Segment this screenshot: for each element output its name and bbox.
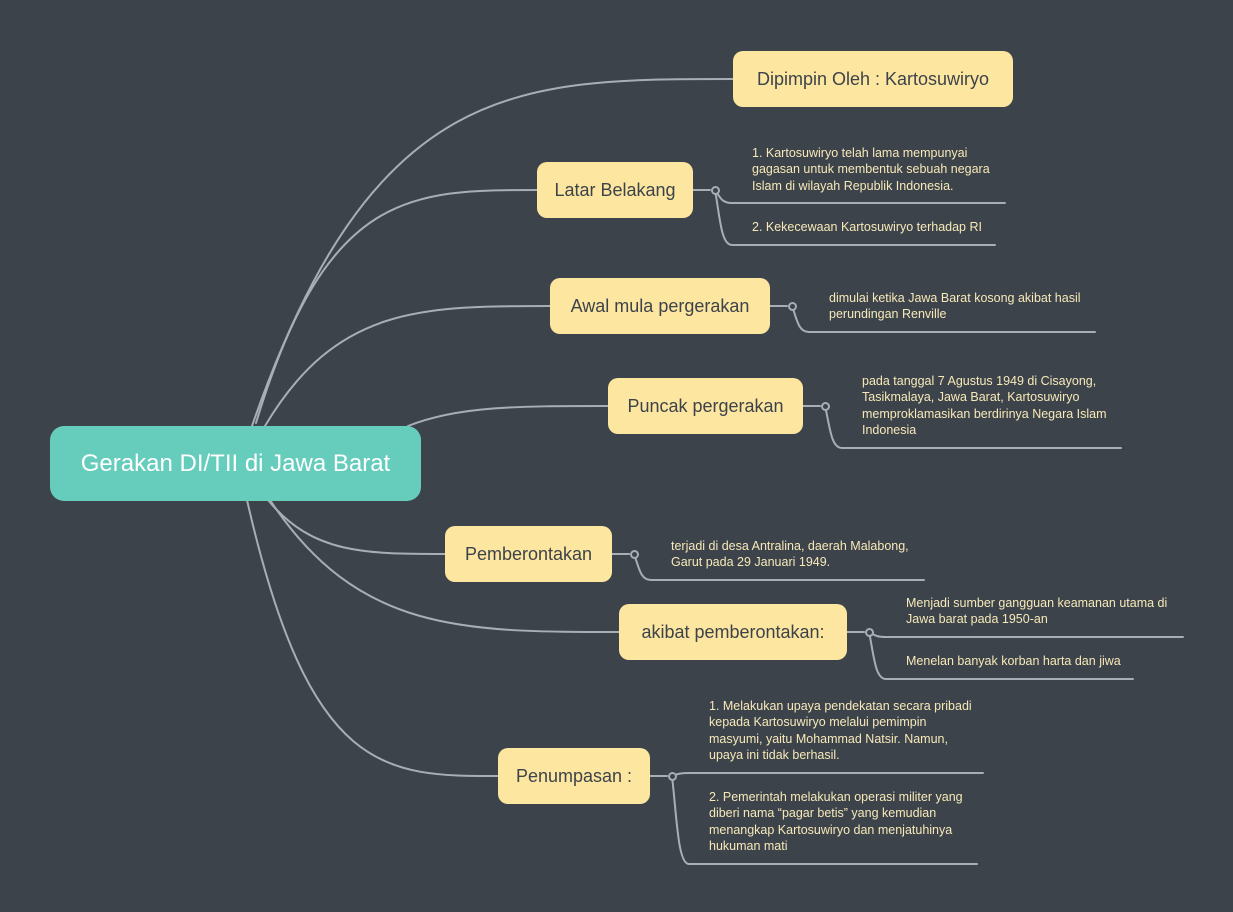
collapse-toggle-awal-mula-pergerakan[interactable] [787, 301, 797, 311]
topic-dipimpin-oleh-kartosuwiryo[interactable]: Dipimpin Oleh : Kartosuwiryo [733, 51, 1013, 107]
subtopic-awal-mula-pergerakan-1[interactable]: dimulai ketika Jawa Barat kosong akibat … [829, 290, 1081, 323]
leaf-connector-akibat-pemberontakan-2 [868, 631, 1134, 680]
subtopic-text-line: dimulai ketika Jawa Barat kosong akibat … [829, 291, 1081, 305]
leaf-connector-akibat-pemberontakan-1 [868, 631, 1184, 638]
subtopic-text-line: gagasan untuk membentuk sebuah negara [752, 162, 990, 177]
topic-awal-mula-pergerakan[interactable]: Awal mula pergerakan [550, 278, 770, 334]
connector-penumpasan [246, 499, 499, 777]
subtopic-text-line: kepada Kartosuwiryo melalui pemimpin [709, 715, 927, 730]
subtopic-text-line: 2. Pemerintah melakukan operasi militer … [709, 790, 963, 804]
collapse-toggle-penumpasan[interactable] [667, 771, 677, 781]
subtopic-text-line: 1. Melakukan upaya pendekatan secara pri… [709, 699, 972, 713]
connector-awal-mula-pergerakan [264, 305, 551, 427]
connector-akibat-pemberontakan [269, 499, 620, 633]
topic-puncak-pergerakan[interactable]: Puncak pergerakan [608, 378, 803, 434]
subtopic-text-line: hukuman mati [709, 838, 788, 853]
topic-penumpasan[interactable]: Penumpasan : [498, 748, 650, 804]
subtopic-text-line: 2. Kekecewaan Kartosuwiryo terhadap RI [752, 220, 982, 234]
subtopic-text-line: terjadi di desa Antralina, daerah Malabo… [671, 539, 909, 553]
connector-latar-belakang [255, 189, 538, 424]
subtopic-text-line: menangkap Kartosuwiryo dan menjatuhinya [709, 822, 953, 837]
subtopic-penumpasan-2[interactable]: 2. Pemerintah melakukan operasi militer … [709, 789, 963, 854]
collapse-toggle-puncak-pergerakan[interactable] [820, 401, 830, 411]
connector-pemberontakan [267, 499, 446, 555]
leaf-connector-puncak-pergerakan-1 [824, 405, 1122, 449]
subtopic-text-line: masyumi, yaitu Mohammad Natsir. Namun, [709, 731, 948, 746]
leaf-connector-penumpasan-2 [671, 775, 978, 865]
subtopic-text-line: perundingan Renville [829, 307, 947, 322]
subtopic-latar-belakang-1[interactable]: 1. Kartosuwiryo telah lama mempunyai gaga… [752, 145, 990, 194]
topic-pemberontakan[interactable]: Pemberontakan [445, 526, 612, 582]
subtopic-text-line: pada tanggal 7 Agustus 1949 di Cisayong, [862, 374, 1097, 388]
subtopic-text-line: Garut pada 29 Januari 1949. [671, 555, 831, 570]
leaf-connector-latar-belakang-2 [714, 189, 996, 246]
topic-akibat-pemberontakan[interactable]: akibat pemberontakan: [619, 604, 847, 660]
collapse-toggle-akibat-pemberontakan[interactable] [864, 627, 874, 637]
leaf-connector-penumpasan-1 [671, 772, 984, 777]
subtopic-text-line: Menjadi sumber gangguan keamanan utama d… [906, 596, 1168, 610]
connector-dipimpin-oleh-kartosuwiryo [251, 78, 734, 427]
subtopic-text-line: Tasikmalaya, Jawa Barat, Kartosuwiryo [862, 390, 1080, 405]
subtopic-text-line: diberi nama “pagar betis” yang kemudian [709, 806, 937, 821]
subtopic-text-line: Indonesia [862, 422, 917, 437]
subtopic-penumpasan-1[interactable]: 1. Melakukan upaya pendekatan secara pri… [709, 698, 972, 763]
collapse-toggle-pemberontakan[interactable] [629, 549, 639, 559]
subtopic-akibat-pemberontakan-1[interactable]: Menjadi sumber gangguan keamanan utama d… [906, 595, 1167, 628]
subtopic-latar-belakang-2[interactable]: 2. Kekecewaan Kartosuwiryo terhadap RI [752, 219, 982, 235]
subtopic-text-line: Islam di wilayah Republik Indonesia. [752, 178, 954, 193]
root-topic[interactable]: Gerakan DI/TII di Jawa Barat [50, 426, 421, 501]
subtopic-text-line: 1. Kartosuwiryo telah lama mempunyai [752, 146, 968, 160]
subtopic-text-line: Menelan banyak korban harta dan jiwa [906, 654, 1121, 668]
subtopic-text-line: upaya ini tidak berhasil. [709, 747, 840, 762]
connector-puncak-pergerakan [407, 405, 609, 427]
subtopic-pemberontakan-1[interactable]: terjadi di desa Antralina, daerah Malabo… [671, 538, 909, 571]
subtopic-puncak-pergerakan-1[interactable]: pada tanggal 7 Agustus 1949 di Cisayong,… [862, 373, 1107, 438]
collapse-toggle-latar-belakang[interactable] [710, 185, 720, 195]
subtopic-akibat-pemberontakan-2[interactable]: Menelan banyak korban harta dan jiwa [906, 653, 1121, 669]
subtopic-text-line: Jawa barat pada 1950-an [906, 612, 1048, 627]
subtopic-text-line: memproklamasikan berdirinya Negara Islam [862, 406, 1107, 421]
topic-latar-belakang[interactable]: Latar Belakang [537, 162, 693, 218]
